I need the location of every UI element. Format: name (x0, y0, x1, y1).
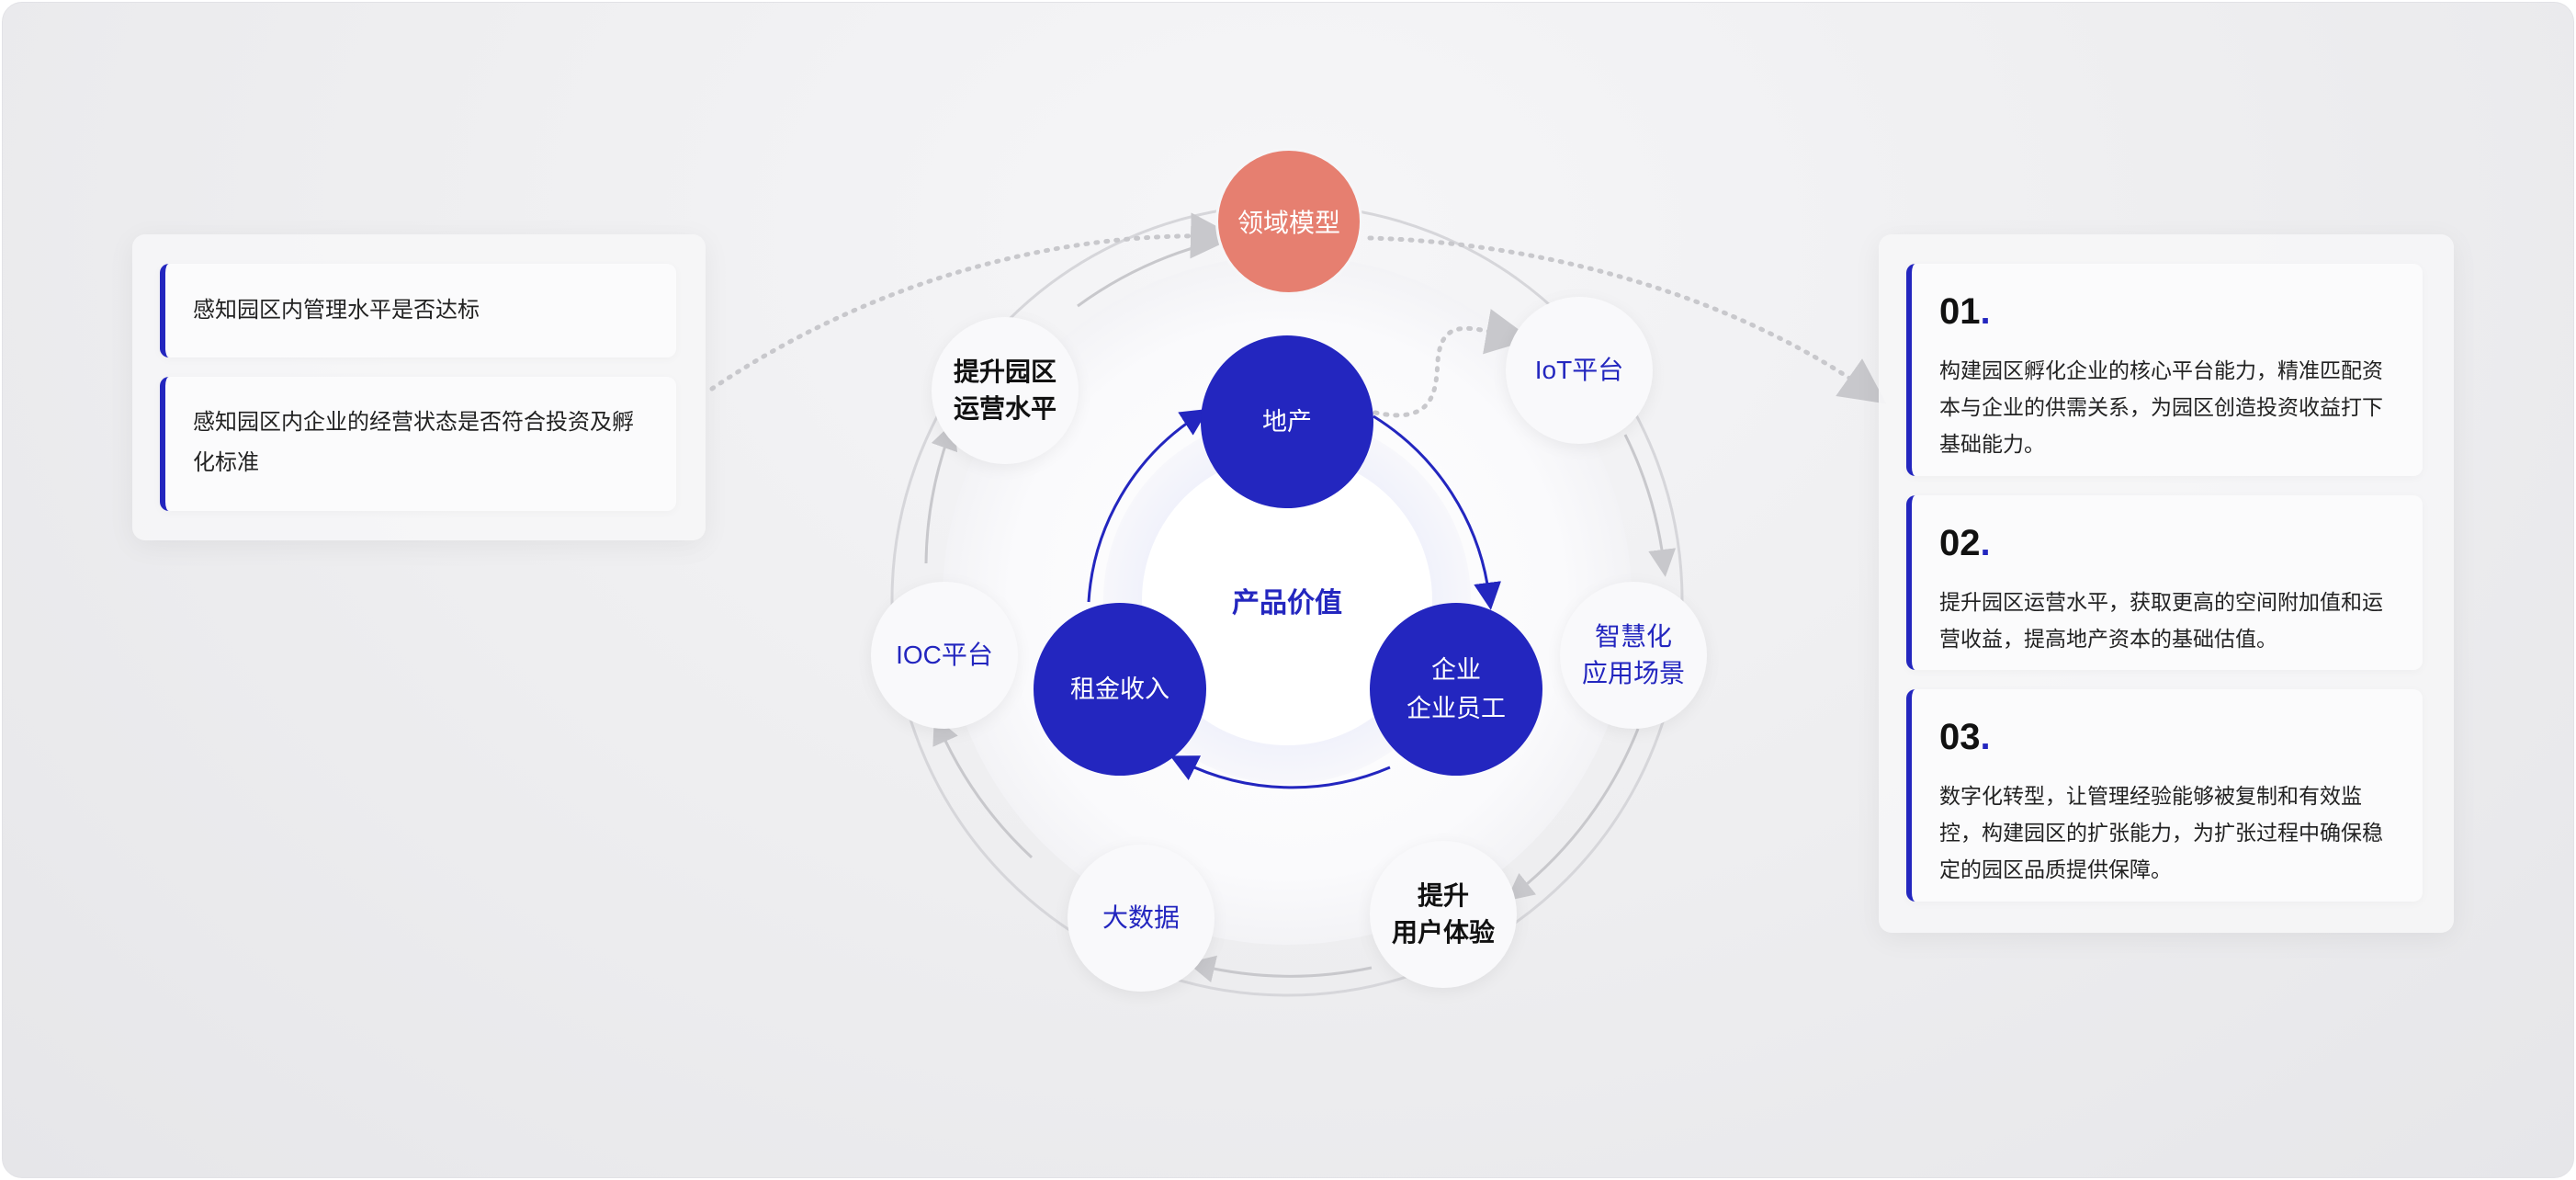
node-iot-platform: IoT平台 (1506, 297, 1653, 444)
arrow-gray (1623, 434, 1677, 577)
card-number: 03. (1939, 717, 1991, 757)
node-big-data: 大数据 (1068, 845, 1215, 992)
card-text: 构建园区孵化企业的核心平台能力，精准匹配资本与企业的供需关系，为园区创造投资收益… (1939, 358, 2383, 456)
arrow-enterprise-to-rent (1169, 755, 1391, 789)
dotted-arrow-model-to-right (1367, 235, 1887, 404)
node-enterprise: 企业企业员工 (1370, 603, 1542, 776)
right-card-03: 03. 数字化转型，让管理经验能够被复制和有效监控，构建园区的扩张能力，为扩张过… (1906, 689, 2423, 902)
node-rent-income: 租金收入 (1034, 603, 1206, 776)
center-label: 产品价值 (1232, 588, 1342, 618)
center-circle (1142, 455, 1432, 745)
card-number-text: 02 (1939, 523, 1981, 563)
left-card: 感知园区内管理水平是否达标 (160, 264, 676, 357)
card-text: 提升园区运营水平，获取更高的空间附加值和运营收益，提高地产资本的基础估值。 (1939, 590, 2383, 651)
card-number-text: 03 (1939, 717, 1981, 757)
left-card: 感知园区内企业的经营状态是否符合投资及孵化标准 (160, 377, 676, 511)
node-line: 提升园区 (953, 357, 1056, 386)
left-panel: 感知园区内管理水平是否达标 感知园区内企业的经营状态是否符合投资及孵化标准 (132, 234, 706, 540)
right-panel: 01. 构建园区孵化企业的核心平台能力，精准匹配资本与企业的供需关系，为园区创造… (1879, 234, 2454, 933)
arrow-rent-to-estate (1087, 408, 1209, 603)
node-enterprise-line2: 企业员工 (1407, 695, 1506, 722)
arrow-gray (924, 421, 958, 564)
arrow-gray (1187, 955, 1373, 983)
right-card-01: 01. 构建园区孵化企业的核心平台能力，精准匹配资本与企业的供需关系，为园区创造… (1906, 264, 2423, 476)
card-number: 02. (1939, 523, 1991, 563)
node-domain-model: 领域模型 (1215, 148, 1362, 295)
node-user-experience: 提升用户体验 (1370, 841, 1517, 988)
arrow-gray (1506, 728, 1640, 902)
node-line: 提升 (1417, 881, 1469, 910)
node-ioc-platform: IOC平台 (871, 582, 1018, 729)
card-number: 01. (1939, 291, 1991, 332)
node-real-estate: 地产 (1201, 335, 1373, 508)
node-line: 智慧化 (1594, 622, 1672, 651)
arrow-gray (932, 716, 1034, 859)
card-number-text: 01 (1939, 291, 1981, 332)
node-line: 应用场景 (1581, 659, 1685, 687)
left-card-text: 感知园区内管理水平是否达标 (193, 298, 480, 323)
dotted-arrow-estate-to-iot (1373, 309, 1532, 418)
node-enterprise-line1: 企业 (1431, 656, 1481, 684)
right-card-02: 02. 提升园区运营水平，获取更高的空间附加值和运营收益，提高地产资本的基础估值… (1906, 495, 2423, 670)
node-line: 运营水平 (953, 394, 1056, 423)
left-card-text: 感知园区内企业的经营状态是否符合投资及孵化标准 (193, 410, 634, 475)
node-line: 用户体验 (1391, 918, 1495, 947)
arrow-estate-to-enterprise (1373, 414, 1502, 610)
card-text: 数字化转型，让管理经验能够被复制和有效监控，构建园区的扩张能力，为扩张过程中确保… (1939, 784, 2383, 881)
dotted-arrow-left-to-model (709, 212, 1237, 391)
node-upgrade-ops: 提升园区运营水平 (932, 317, 1079, 464)
node-smart-scenarios: 智慧化应用场景 (1560, 582, 1707, 729)
